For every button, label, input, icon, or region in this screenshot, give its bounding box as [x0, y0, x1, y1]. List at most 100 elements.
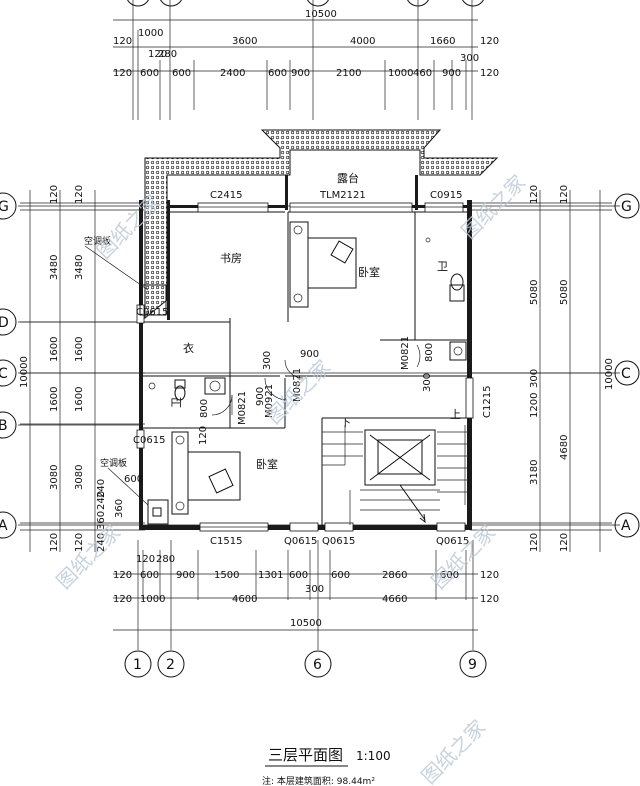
axis-bubble-2: 2 — [157, 650, 185, 678]
bottom-dim1-2: 1000 — [140, 594, 165, 605]
top-dim2-8: 1000 — [388, 68, 413, 79]
axis-bubble-G-left: G — [0, 192, 17, 220]
right-outer-4: 120 — [559, 533, 570, 552]
dim-240-ac: 240 — [96, 479, 107, 498]
bottom-dim1-5: 120 — [480, 594, 499, 605]
bottom-total-dim: 10500 — [290, 618, 322, 629]
axis-bubble-6: 6 — [304, 650, 332, 678]
room-bedroom1-label: 卧室 — [358, 265, 380, 279]
bottom-dim2-6: 600 — [289, 570, 308, 581]
bottom-dim2-7: 300 — [305, 584, 324, 595]
bottom-small-1: 120 — [136, 554, 155, 565]
label-m0821-bed: M0821 — [292, 368, 303, 402]
svg-text:D: D — [0, 315, 9, 331]
label-ac-upper: 空调板 — [84, 235, 111, 247]
roof-eave-hatch — [144, 129, 499, 320]
svg-text:A: A — [621, 518, 631, 534]
axis-bubble-1: 1 — [124, 650, 152, 678]
dim-300-door: 300 — [262, 351, 273, 370]
top-dim-1: 120 — [113, 36, 132, 47]
bottom-dim2-9: 2860 — [382, 570, 407, 581]
right-inner-5: 3180 — [529, 460, 540, 485]
left-inner-7: 360 — [96, 511, 107, 530]
top-dimension-lines — [113, 0, 478, 120]
left-inner-2: 3480 — [74, 255, 85, 280]
top-small-2: 280 — [158, 49, 177, 60]
top-dim2-1: 120 — [113, 68, 132, 79]
room-terrace-label: 露台 — [337, 171, 359, 185]
room-study-label: 书房 — [220, 252, 242, 265]
bottom-dim1-4: 4660 — [382, 594, 407, 605]
label-c0615-upper: C0615 — [136, 307, 168, 318]
label-c1215: C1215 — [482, 386, 493, 418]
bottom-dim2-11: 120 — [480, 570, 499, 581]
right-inner-6: 120 — [529, 533, 540, 552]
left-inner-4: 1600 — [74, 387, 85, 412]
bed-upper — [289, 221, 357, 308]
bottom-dimension-lines — [113, 550, 478, 631]
svg-text:C: C — [621, 366, 631, 382]
left-outer-5: 3080 — [49, 465, 60, 490]
svg-text:C: C — [0, 366, 8, 382]
svg-text:6: 6 — [313, 657, 322, 673]
dim-900-left: 900 — [255, 387, 266, 406]
bottom-dim2-10: 600 — [440, 570, 459, 581]
bottom-dim1-1: 120 — [113, 594, 132, 605]
dim-360-ac: 360 — [114, 499, 125, 518]
top-dim2-11: 120 — [480, 68, 499, 79]
label-q0615-b: Q0615 — [322, 536, 355, 547]
bathroom-fixtures — [148, 237, 467, 401]
drawing-title: 三层平面图 — [268, 746, 343, 764]
left-inner-5: 3080 — [74, 465, 85, 490]
axis-bubble-A-left: A — [0, 511, 17, 539]
left-inner-6: 240 — [96, 491, 107, 510]
left-outer-4: 1600 — [49, 387, 60, 412]
top-dim2-3: 600 — [172, 68, 191, 79]
dim-300-right: 300 — [422, 373, 433, 392]
room-bath2-label: 卫 — [170, 397, 183, 408]
right-inner-2: 5080 — [529, 280, 540, 305]
axis-bubble-D-left: D — [0, 308, 17, 336]
right-dimension-lines — [470, 190, 612, 552]
watermark-4: 图纸之家 — [52, 520, 126, 594]
label-tlm2121: TLM2121 — [319, 190, 366, 201]
label-q0615-c: Q0615 — [436, 536, 469, 547]
bottom-small-2: 280 — [156, 554, 175, 565]
windows — [136, 202, 474, 532]
right-total-dim: 10000 — [604, 358, 615, 390]
top-dim2-6: 900 — [291, 68, 310, 79]
dim-800-bath1: 800 — [424, 343, 435, 362]
top-dim2-2: 600 — [140, 68, 159, 79]
stair-down-label: 下 — [340, 416, 351, 429]
left-outer-2: 3480 — [49, 255, 60, 280]
bottom-dim2-1: 120 — [113, 570, 132, 581]
axis-bubble-top-partials — [127, 0, 484, 7]
staircase — [322, 425, 467, 525]
left-outer-1: 120 — [49, 185, 60, 204]
watermark-6: 图纸之家 — [417, 715, 491, 786]
svg-text:1: 1 — [133, 657, 142, 673]
top-dim-3: 3600 — [232, 36, 257, 47]
left-inner-8: 120 — [74, 533, 85, 552]
svg-text:9: 9 — [468, 657, 477, 673]
bottom-dim2-3: 900 — [176, 570, 195, 581]
top-dim-2: 1000 — [138, 28, 163, 39]
area-note: 注: 本层建筑面积: 98.44m² — [262, 775, 375, 786]
ac-platforms — [84, 245, 169, 525]
left-inner-9: 240 — [96, 533, 107, 552]
room-bath1-label: 卫 — [437, 260, 448, 273]
right-outer-2: 5080 — [559, 280, 570, 305]
svg-text:A: A — [0, 518, 8, 534]
left-total-dim: 10000 — [19, 356, 30, 388]
axis-bubble-B-left: B — [0, 411, 17, 439]
left-outer-3: 1600 — [49, 337, 60, 362]
left-outer-6: 120 — [49, 533, 60, 552]
bottom-dim2-8: 600 — [331, 570, 350, 581]
label-c2415: C2415 — [210, 190, 242, 201]
top-small-3: 300 — [460, 53, 479, 64]
top-dim2-5: 600 — [268, 68, 287, 79]
right-inner-1: 120 — [529, 185, 540, 204]
axis-bubble-G-right: G — [614, 193, 640, 219]
top-dim-4: 4000 — [350, 36, 375, 47]
